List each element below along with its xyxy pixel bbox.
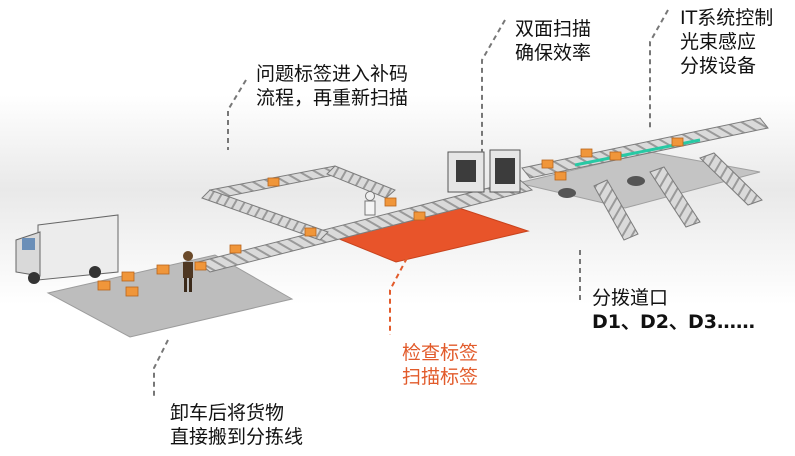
sort-ports-line-1: 分拨道口	[592, 287, 669, 309]
leader-check-label	[389, 257, 408, 335]
unload-callout: 卸车后将货物 直接搬到分拣线	[170, 401, 303, 449]
scanner-station-icon	[447, 149, 521, 193]
it-control-line-3: 分拨设备	[680, 55, 757, 77]
sort-ports-callout: 分拨道口 D1、D2、D3……	[592, 286, 755, 334]
check-label-line-1: 检查标签	[402, 342, 479, 364]
it-control-line-2: 光束感应	[680, 31, 757, 53]
bin-2	[627, 176, 645, 186]
leader-lines	[153, 9, 669, 398]
double-scan-callout: 双面扫描 确保效率	[515, 17, 591, 65]
leader-it-control	[649, 9, 669, 128]
leader-double-scan	[481, 19, 506, 152]
problem-label-line-2: 流程，再重新扫描	[256, 87, 409, 109]
worker-figure-icon	[183, 251, 193, 292]
chute-3	[699, 152, 763, 206]
check-label-line-2: 扫描标签	[402, 366, 479, 388]
it-control-callout: IT系统控制 光束感应 分拨设备	[680, 6, 773, 78]
loop-conveyor-left	[201, 189, 329, 241]
scan-worker-figure	[364, 191, 376, 216]
double-scan-line-1: 双面扫描	[515, 18, 592, 40]
leader-problem-label	[227, 79, 247, 150]
unload-line-2: 直接搬到分拣线	[170, 426, 304, 448]
chute-1	[593, 179, 639, 241]
check-label-callout: 检查标签 扫描标签	[402, 341, 478, 389]
it-control-line-1: IT系统控制	[680, 7, 774, 29]
chute-2	[649, 166, 701, 228]
double-scan-line-2: 确保效率	[515, 42, 592, 64]
unload-line-1: 卸车后将货物	[170, 402, 285, 424]
bin-1	[558, 188, 576, 198]
leader-unload	[153, 339, 169, 398]
problem-label-callout: 问题标签进入补码 流程，再重新扫描	[256, 62, 408, 110]
background-haze	[0, 95, 795, 305]
sort-ports-line-2: D1、D2、D3……	[592, 311, 755, 333]
parcel-box-icon	[97, 137, 684, 297]
delivery-truck-icon	[15, 214, 119, 284]
problem-label-line-1: 问题标签进入补码	[256, 63, 409, 85]
